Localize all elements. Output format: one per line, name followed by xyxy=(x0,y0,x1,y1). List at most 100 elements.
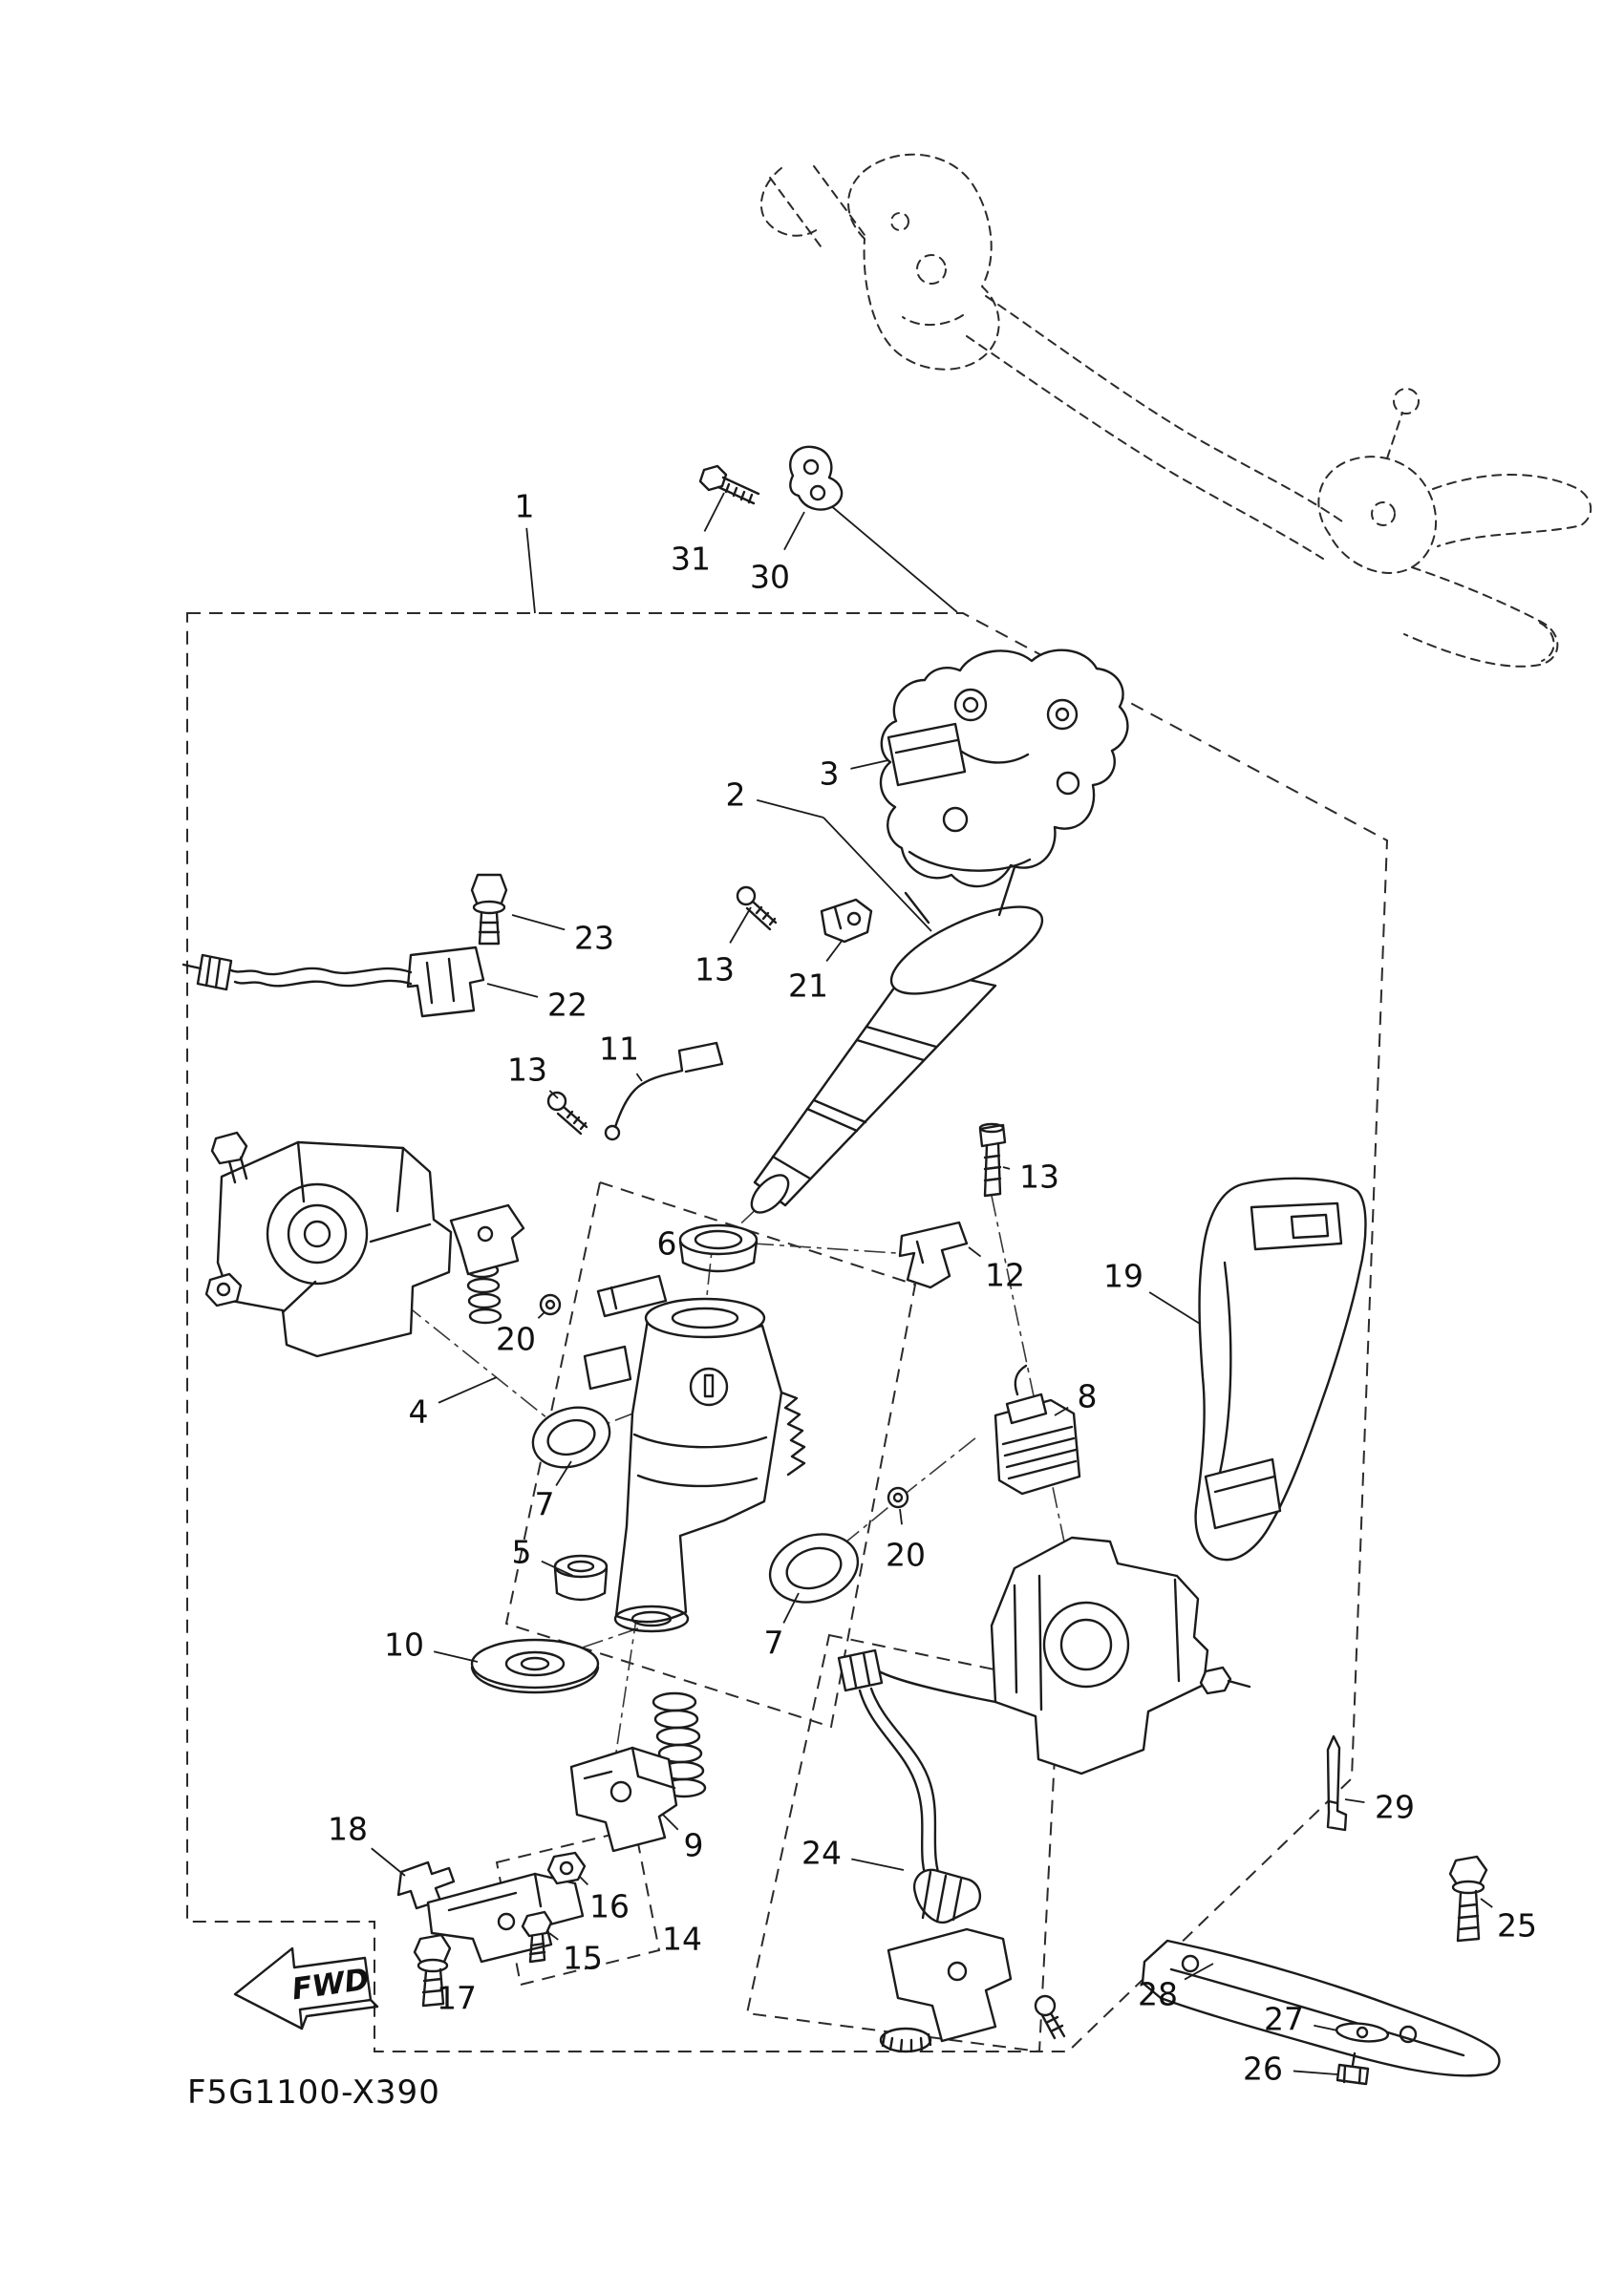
collar-5 xyxy=(553,1554,609,1602)
steering-lock-body xyxy=(583,1274,806,1633)
callout-label-24: 24 xyxy=(801,1835,842,1872)
assembly-line-2 xyxy=(823,817,932,932)
callout-label-20: 20 xyxy=(886,1537,926,1574)
callout-label-18: 18 xyxy=(328,1811,368,1848)
dust-seal-7b xyxy=(768,1533,860,1604)
callout-label-7: 7 xyxy=(764,1625,784,1662)
spring-center xyxy=(652,1691,707,1798)
washer-20a xyxy=(539,1293,562,1316)
callout-leader-27 xyxy=(1314,2024,1338,2031)
callout-leader-25 xyxy=(1480,1898,1493,1908)
holder-housing-4 xyxy=(204,1131,525,1358)
callout-label-13: 13 xyxy=(1019,1159,1059,1196)
callout-label-11: 11 xyxy=(599,1031,639,1068)
callout-label-9: 9 xyxy=(684,1827,704,1864)
nut-26 xyxy=(1336,2052,1370,2086)
main-switch-bracket xyxy=(990,1536,1251,1775)
callout-leader-23 xyxy=(511,914,566,931)
callout-label-27: 27 xyxy=(1264,2001,1304,2038)
callout-label-25: 25 xyxy=(1497,1907,1537,1945)
callout-label-22: 22 xyxy=(547,987,588,1024)
callout-label-4: 4 xyxy=(409,1393,429,1431)
callout-label-7: 7 xyxy=(535,1486,555,1523)
bracket-12 xyxy=(898,1221,969,1289)
handle-crown-bracket xyxy=(879,648,1129,888)
callout-label-3: 3 xyxy=(820,755,840,793)
screw-13c xyxy=(978,1122,1007,1198)
stay-28 xyxy=(1141,1939,1501,2077)
assembly-boundary-24 xyxy=(745,1633,1060,2053)
callout-leader-12 xyxy=(968,1246,982,1258)
clip-18 xyxy=(396,1860,456,1910)
callout-leader-31 xyxy=(703,492,725,532)
callout-leader-7 xyxy=(782,1592,800,1624)
callout-label-23: 23 xyxy=(574,920,614,957)
callout-leader-21 xyxy=(825,939,844,962)
lever-rod-11 xyxy=(604,1041,724,1141)
callout-leader-30 xyxy=(783,511,805,551)
callout-label-20: 20 xyxy=(496,1321,536,1358)
callout-label-10: 10 xyxy=(384,1626,424,1664)
gear-teeth xyxy=(780,1391,806,1477)
assembly-boundary-lock xyxy=(504,1180,917,1729)
callout-leader-16 xyxy=(578,1875,589,1886)
assembly-line-30 xyxy=(828,503,958,613)
callout-leader-9 xyxy=(662,1814,679,1831)
diagram-code: F5G1100-X390 xyxy=(187,2073,440,2112)
callout-leader-8 xyxy=(1054,1406,1069,1416)
callout-leader-1 xyxy=(525,527,536,614)
callout-leader-29 xyxy=(1344,1798,1365,1804)
steering-stem-2 xyxy=(750,865,1044,1214)
callout-leader-10 xyxy=(433,1650,479,1663)
callout-leader-4 xyxy=(438,1376,498,1404)
keyhole xyxy=(689,1367,729,1407)
seat-washer-10 xyxy=(470,1638,600,1694)
pin-29 xyxy=(1326,1734,1348,1832)
callout-label-1: 1 xyxy=(515,488,535,525)
callout-leader-3 xyxy=(850,759,889,770)
handle-holder-30 xyxy=(789,445,844,511)
callout-label-21: 21 xyxy=(788,967,828,1005)
handlebar-assembly-ghost xyxy=(759,153,1592,668)
callout-label-16: 16 xyxy=(589,1888,630,1925)
bolt-31 xyxy=(698,464,760,505)
callout-label-28: 28 xyxy=(1138,1976,1178,2013)
callout-leader-5 xyxy=(541,1560,574,1577)
callout-leader-7 xyxy=(555,1460,572,1486)
callout-leader-11 xyxy=(635,1073,643,1082)
callout-label-14: 14 xyxy=(662,1921,702,1958)
callout-label-12: 12 xyxy=(985,1257,1025,1294)
cover-19 xyxy=(1194,1177,1367,1562)
callout-leader-22 xyxy=(486,983,539,998)
switch-unit-8 xyxy=(994,1364,1081,1496)
callout-label-6: 6 xyxy=(657,1225,677,1263)
callout-leader-20 xyxy=(537,1311,545,1319)
callout-label-29: 29 xyxy=(1375,1789,1415,1826)
screw-13b xyxy=(546,1091,588,1136)
callout-leader-15 xyxy=(548,1932,559,1941)
callout-label-15: 15 xyxy=(563,1940,603,1977)
bolt-23 xyxy=(470,873,508,946)
wire-clamp-22 xyxy=(182,946,485,1018)
bracket-9 xyxy=(569,1746,678,1853)
callout-leader-13 xyxy=(548,1090,559,1099)
callout-leader-18 xyxy=(371,1847,406,1877)
bolt-17 xyxy=(413,1933,452,2008)
dust-seal-7a xyxy=(531,1406,611,1469)
callout-label-31: 31 xyxy=(671,541,711,578)
callout-label-30: 30 xyxy=(750,559,790,596)
callout-leader-28 xyxy=(1184,1963,1214,1981)
bolt-25 xyxy=(1448,1855,1488,1943)
nut-16 xyxy=(546,1851,587,1885)
callout-label-13: 13 xyxy=(694,951,735,989)
clamp-bracket-21 xyxy=(820,898,873,944)
washer-20b xyxy=(887,1486,909,1509)
fwd-arrow: FWD xyxy=(233,1946,379,2030)
callout-leader-20 xyxy=(899,1508,903,1525)
screw-13a xyxy=(736,885,778,931)
callout-leader-2 xyxy=(757,798,824,818)
callout-label-5: 5 xyxy=(512,1534,532,1571)
